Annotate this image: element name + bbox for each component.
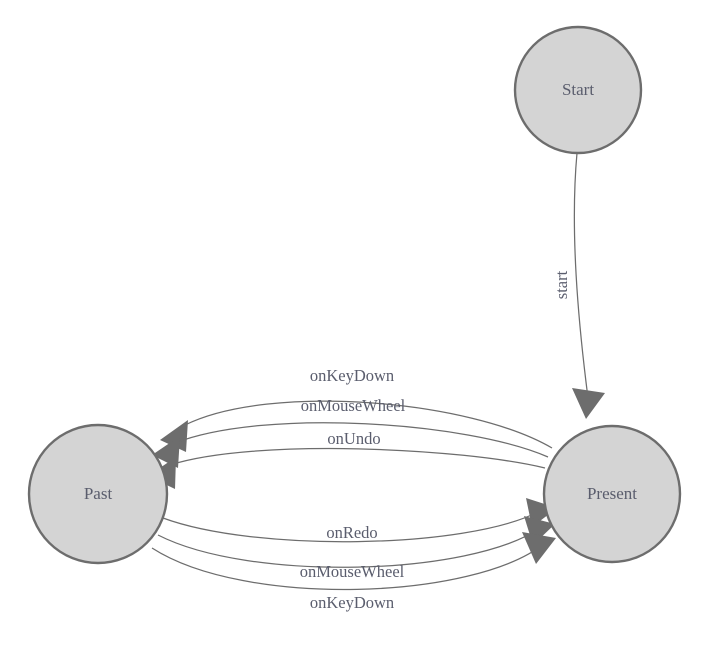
- edge-past-to-present-onredo[interactable]: onRedo: [162, 498, 557, 543]
- node-past-label: Past: [84, 484, 113, 503]
- edge-label-present-past-onkeydown: onKeyDown: [310, 366, 394, 385]
- edge-start-to-present-arrowhead: [572, 388, 605, 419]
- edge-present-to-past-onkeydown[interactable]: onKeyDown: [160, 366, 553, 452]
- edge-past-to-present-onkeydown-arrowhead: [522, 532, 556, 564]
- edge-present-to-past-onundo-path: [169, 447, 546, 469]
- edge-start-to-present[interactable]: start: [552, 152, 605, 419]
- edge-past-to-present-onmousewheel[interactable]: onMouseWheel: [157, 516, 555, 581]
- node-start[interactable]: Start: [513, 25, 643, 155]
- edge-past-to-present-onredo-path: [162, 511, 539, 543]
- edge-present-to-past-onkeydown-arrowhead: [160, 420, 188, 452]
- edge-label-present-past-onundo: onUndo: [327, 429, 380, 448]
- edge-label-past-present-onkeydown: onKeyDown: [310, 593, 394, 612]
- node-present-circle: [542, 424, 682, 564]
- edge-past-to-present-onkeydown-path: [151, 542, 546, 591]
- node-present[interactable]: Present: [542, 424, 682, 564]
- edge-label-past-present-onredo: onRedo: [326, 523, 377, 542]
- node-past-circle: [27, 423, 169, 565]
- edge-past-to-present-onmousewheel-path: [157, 527, 541, 568]
- node-present-label: Present: [587, 484, 637, 503]
- edge-label-present-past-onmousewheel: onMouseWheel: [301, 396, 406, 415]
- edge-present-to-past-onkeydown-path: [184, 400, 553, 449]
- node-start-label: Start: [562, 80, 594, 99]
- edge-start-to-present-path: [573, 152, 589, 399]
- node-past[interactable]: Past: [27, 423, 169, 565]
- edge-label-past-present-onmousewheel: onMouseWheel: [300, 562, 405, 581]
- edge-label-start: start: [552, 270, 571, 299]
- node-start-circle: [513, 25, 643, 155]
- edge-past-to-present-onkeydown[interactable]: onKeyDown: [151, 532, 556, 612]
- edge-present-to-past-onmousewheel-path: [174, 422, 549, 458]
